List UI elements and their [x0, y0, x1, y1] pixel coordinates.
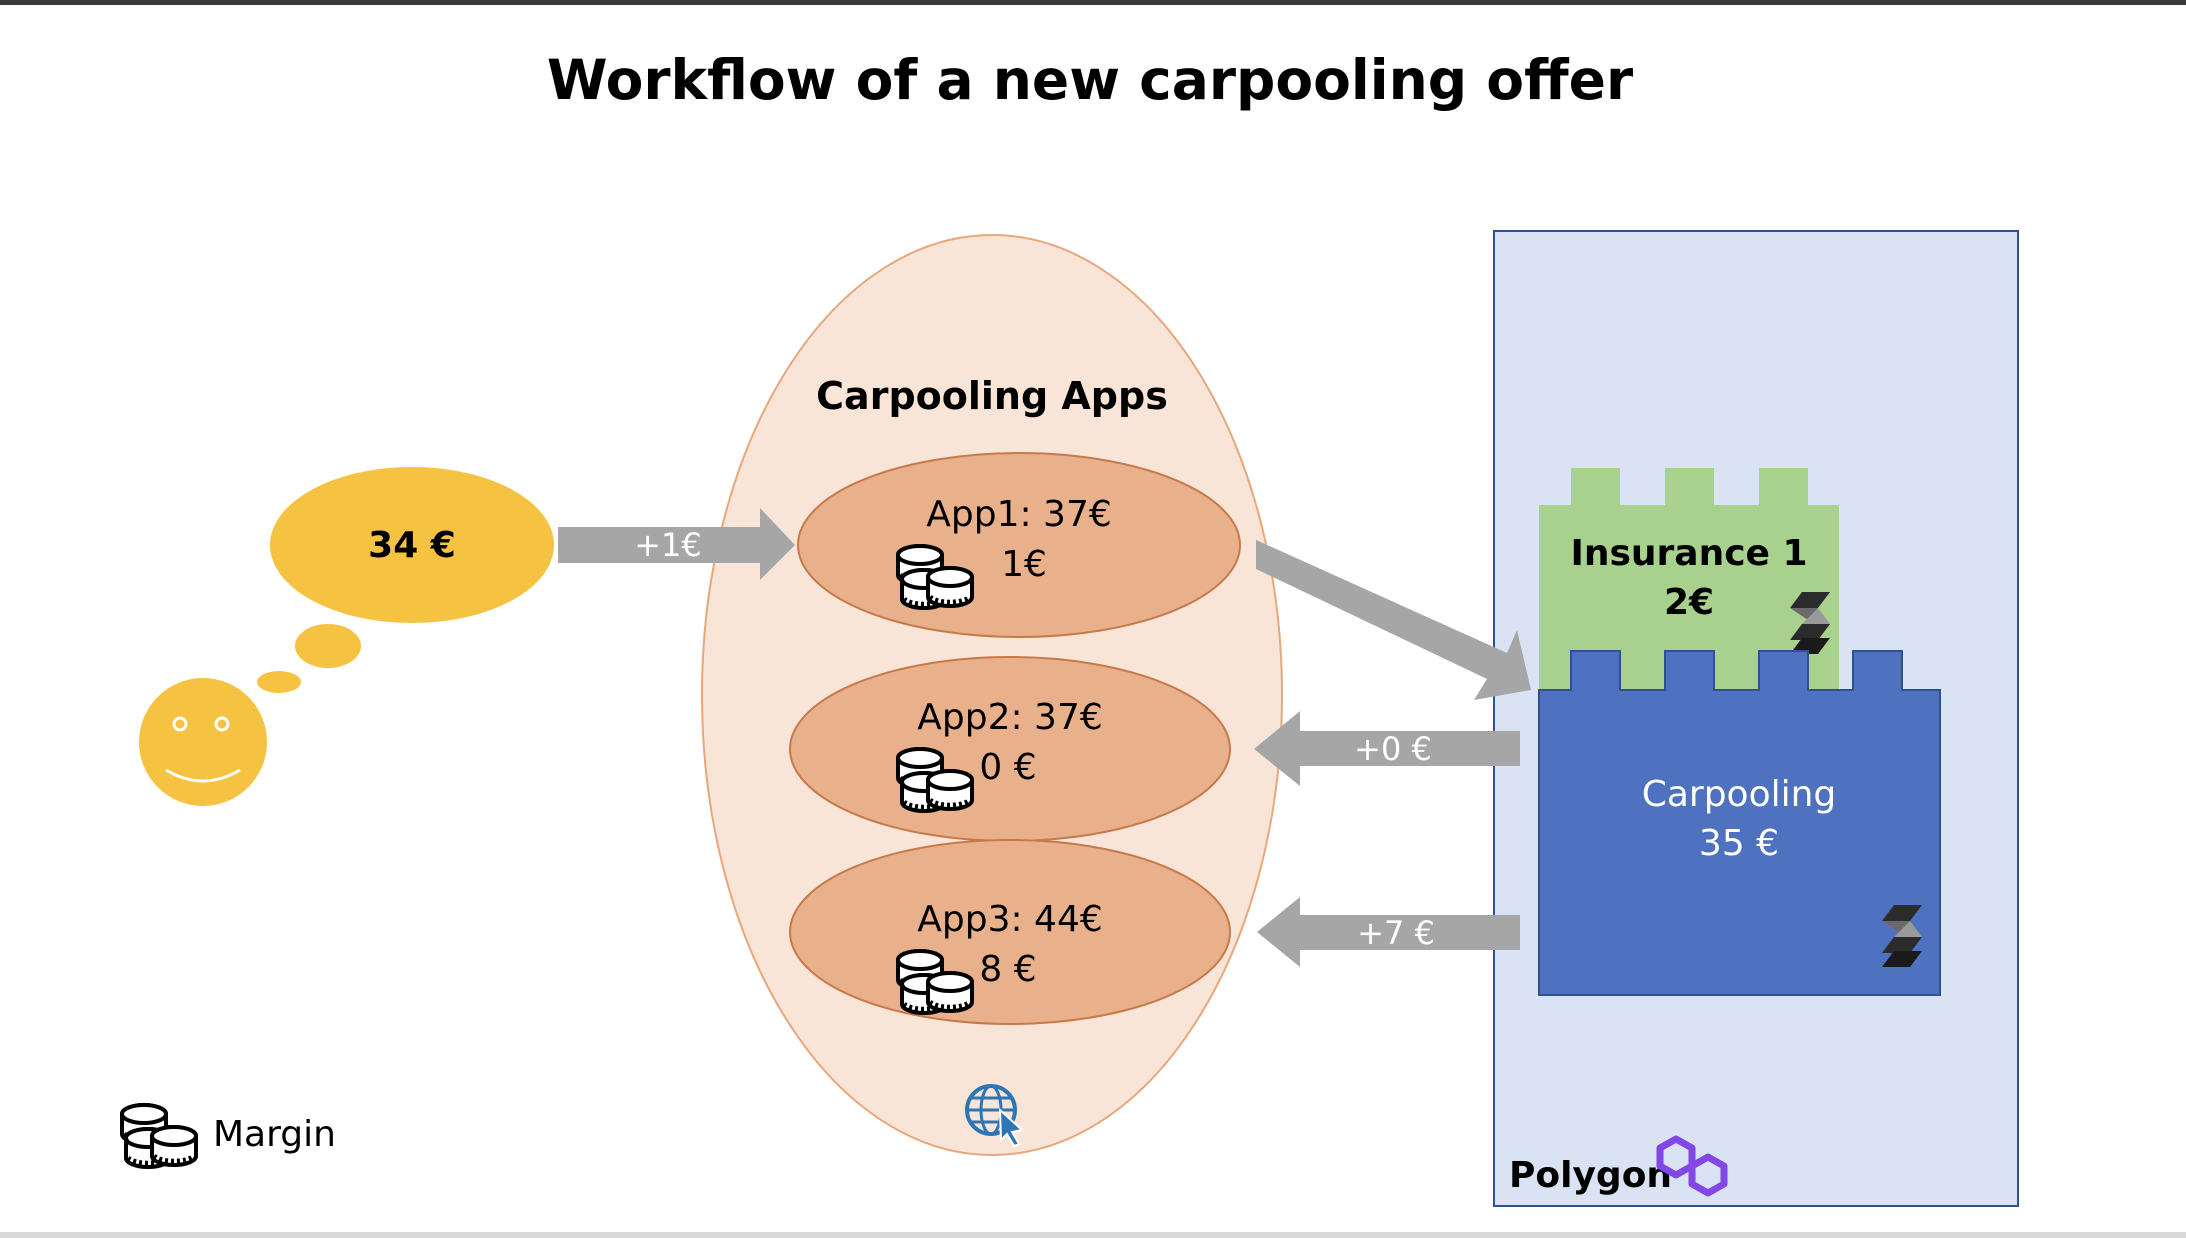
app1-name: App1: 37€	[926, 494, 1112, 535]
coins-icon	[122, 1105, 196, 1167]
arrow-carpooling-to-app2: +0 €	[1254, 711, 1520, 786]
insurance-name: Insurance 1	[1570, 533, 1807, 574]
thought-dot-large	[295, 624, 361, 668]
arrow-carpooling-to-app3-label: +7 €	[1357, 914, 1435, 952]
page-title: Workflow of a new carpooling offer	[547, 48, 1633, 112]
polygon-label: Polygon	[1509, 1155, 1672, 1196]
insurance-contract: Insurance 1 2€	[1539, 468, 1839, 690]
app3-name: App3: 44€	[917, 899, 1103, 940]
arrow-user-to-app1: +1€	[558, 508, 795, 580]
carpooling-price: 35 €	[1699, 823, 1779, 864]
arrow-user-to-app1-label: +1€	[634, 526, 702, 564]
carpooling-contract: Carpooling 35 €	[1538, 650, 1941, 996]
app2-node: App2: 37€ 0 €	[789, 656, 1231, 842]
smiley-icon	[139, 678, 267, 806]
carpooling-apps-label: Carpooling Apps	[816, 374, 1168, 418]
arrow-carpooling-to-app3: +7 €	[1257, 897, 1520, 967]
app1-node: App1: 37€ 1€	[797, 452, 1241, 638]
arrow-app1-to-insurance	[1256, 540, 1531, 700]
app1-margin: 1€	[1001, 544, 1047, 585]
app2-margin: 0 €	[979, 747, 1036, 788]
thought-bubble	[270, 467, 554, 623]
carpooling-name: Carpooling	[1642, 774, 1837, 815]
top-rule	[0, 0, 2186, 5]
app2-name: App2: 37€	[917, 697, 1103, 738]
thought-dot-small	[257, 671, 301, 693]
legend-margin-label: Margin	[213, 1114, 336, 1155]
app3-node: App3: 44€ 8 €	[789, 839, 1231, 1025]
arrow-carpooling-to-app2-label: +0 €	[1354, 730, 1432, 768]
insurance-price: 2€	[1664, 582, 1714, 623]
globe-icon	[965, 1084, 1025, 1148]
app3-margin: 8 €	[979, 949, 1036, 990]
polygon-logo-icon	[1656, 1135, 1728, 1197]
bottom-rule	[0, 1232, 2186, 1238]
thought-price: 34 €	[368, 525, 456, 566]
